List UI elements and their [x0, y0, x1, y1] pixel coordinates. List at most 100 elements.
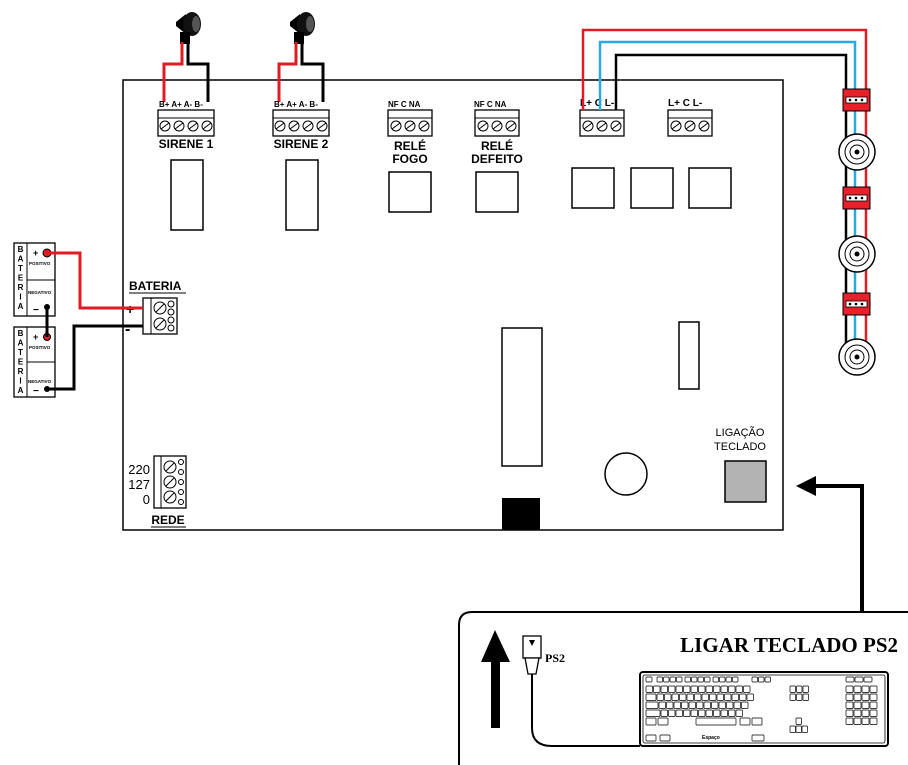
keyboard-key	[656, 676, 663, 683]
keyboard-key	[735, 685, 743, 693]
keyboard-key	[675, 685, 683, 693]
keyboard-key	[711, 701, 719, 709]
keyboard-key	[659, 734, 671, 742]
battery-letter: I	[19, 377, 21, 386]
battery-title: BATERIA	[129, 279, 182, 293]
keyboard-key	[869, 709, 878, 717]
keyboard-key	[863, 676, 873, 683]
keyboard-key	[853, 709, 862, 717]
keyboard-key	[751, 676, 758, 683]
keyboard-key	[743, 685, 751, 693]
keyboard-key	[657, 717, 669, 726]
keyboard-key	[656, 693, 664, 701]
battery-top-negative: NEGATIVO	[28, 290, 52, 295]
keyboard-key	[853, 693, 862, 701]
keyboard-key	[690, 709, 698, 717]
keyboard-key	[845, 676, 855, 683]
keyboard-key	[686, 693, 694, 701]
keyboard-key	[666, 701, 674, 709]
battery-top-minus: −	[33, 305, 39, 316]
keyboard-key	[802, 693, 809, 701]
keyboard-port-label-1: LIGAÇÃO	[716, 426, 765, 439]
keyboard-key	[679, 693, 687, 701]
keyboard-icon	[639, 671, 889, 747]
keyboard-key	[671, 693, 679, 701]
keyboard-key	[845, 709, 854, 717]
keyboard-key	[720, 685, 728, 693]
keyboard-key	[802, 685, 809, 693]
battery-letter: A	[18, 339, 24, 348]
keyboard-key	[653, 685, 661, 693]
keyboard-key	[690, 685, 698, 693]
keyboard-key	[739, 693, 747, 701]
keyboard-key	[663, 676, 670, 683]
battery-letter: A	[18, 255, 24, 264]
keyboard-key	[795, 725, 802, 733]
relay-fault-terminal: NF C NA RELÉ DEFEITO	[471, 100, 523, 166]
keyboard-key	[645, 685, 653, 693]
processor-chip	[501, 327, 543, 467]
keyboard-key	[796, 693, 803, 701]
keyboard-key	[789, 693, 796, 701]
battery-top-plus: +	[33, 248, 38, 258]
keyboard-key	[861, 717, 870, 725]
keyboard-key	[726, 701, 734, 709]
keyboard-key	[709, 693, 717, 701]
detector-base-1	[842, 88, 871, 112]
keyboard-key	[681, 701, 689, 709]
mains-0: 0	[143, 492, 150, 507]
battery-letter: R	[18, 367, 24, 376]
keyboard-key	[724, 693, 732, 701]
keyboard-key	[701, 693, 709, 701]
siren-1-module	[170, 159, 204, 231]
keyboard-key	[696, 701, 704, 709]
mains-220: 220	[128, 462, 150, 477]
siren-1-red-wire	[162, 42, 184, 102]
board-components	[170, 159, 732, 496]
keyboard-key	[683, 709, 691, 717]
keyboard-key	[705, 685, 713, 693]
keyboard-key	[718, 701, 726, 709]
keyboard-key	[660, 709, 668, 717]
keyboard-key	[725, 676, 732, 683]
battery-letter: R	[18, 283, 24, 292]
keyboard-key	[758, 676, 765, 683]
keyboard-key	[845, 701, 854, 709]
battery-letter: I	[19, 293, 21, 302]
keyboard-port	[724, 460, 767, 503]
mains-127: 127	[128, 477, 150, 492]
battery-letter: A	[18, 302, 24, 311]
siren-2-red-wire	[277, 42, 298, 102]
mains-title: REDE	[151, 513, 184, 527]
loop-module-3	[688, 167, 732, 209]
siren-1-terminal: B+ A+ A- B- SIRENE 1	[157, 100, 215, 151]
keyboard-key	[861, 693, 870, 701]
battery-letter: T	[18, 264, 23, 273]
detector-base-2	[842, 186, 871, 210]
keyboard-key	[697, 676, 704, 683]
battery-bottom-plus: +	[33, 332, 38, 342]
keyboard-key	[728, 685, 736, 693]
loop-2-pins: L+ C L-	[668, 98, 702, 109]
keyboard-key	[751, 717, 763, 726]
keyboard-key	[764, 676, 771, 683]
keyboard-key	[645, 709, 661, 717]
keyboard-key	[854, 676, 864, 683]
battery-red-wire	[47, 251, 143, 310]
battery-letter: B	[18, 329, 24, 338]
keyboard-key	[728, 709, 736, 717]
battery-letter: A	[18, 386, 24, 395]
keyboard-key	[801, 725, 808, 733]
keyboard-key	[668, 685, 676, 693]
control-board	[122, 79, 784, 531]
keyboard-key	[673, 701, 681, 709]
keyboard-key	[861, 685, 870, 693]
keyboard-key	[789, 725, 796, 733]
relay-fire-terminal: NF C NA RELÉ FOGO	[387, 100, 433, 166]
siren-1-speaker	[176, 12, 201, 44]
battery-letter: E	[18, 274, 24, 283]
keyboard-key	[658, 701, 666, 709]
instruction-box	[458, 611, 908, 765]
battery-black-wire	[47, 324, 143, 391]
detector-base-3	[842, 292, 871, 316]
